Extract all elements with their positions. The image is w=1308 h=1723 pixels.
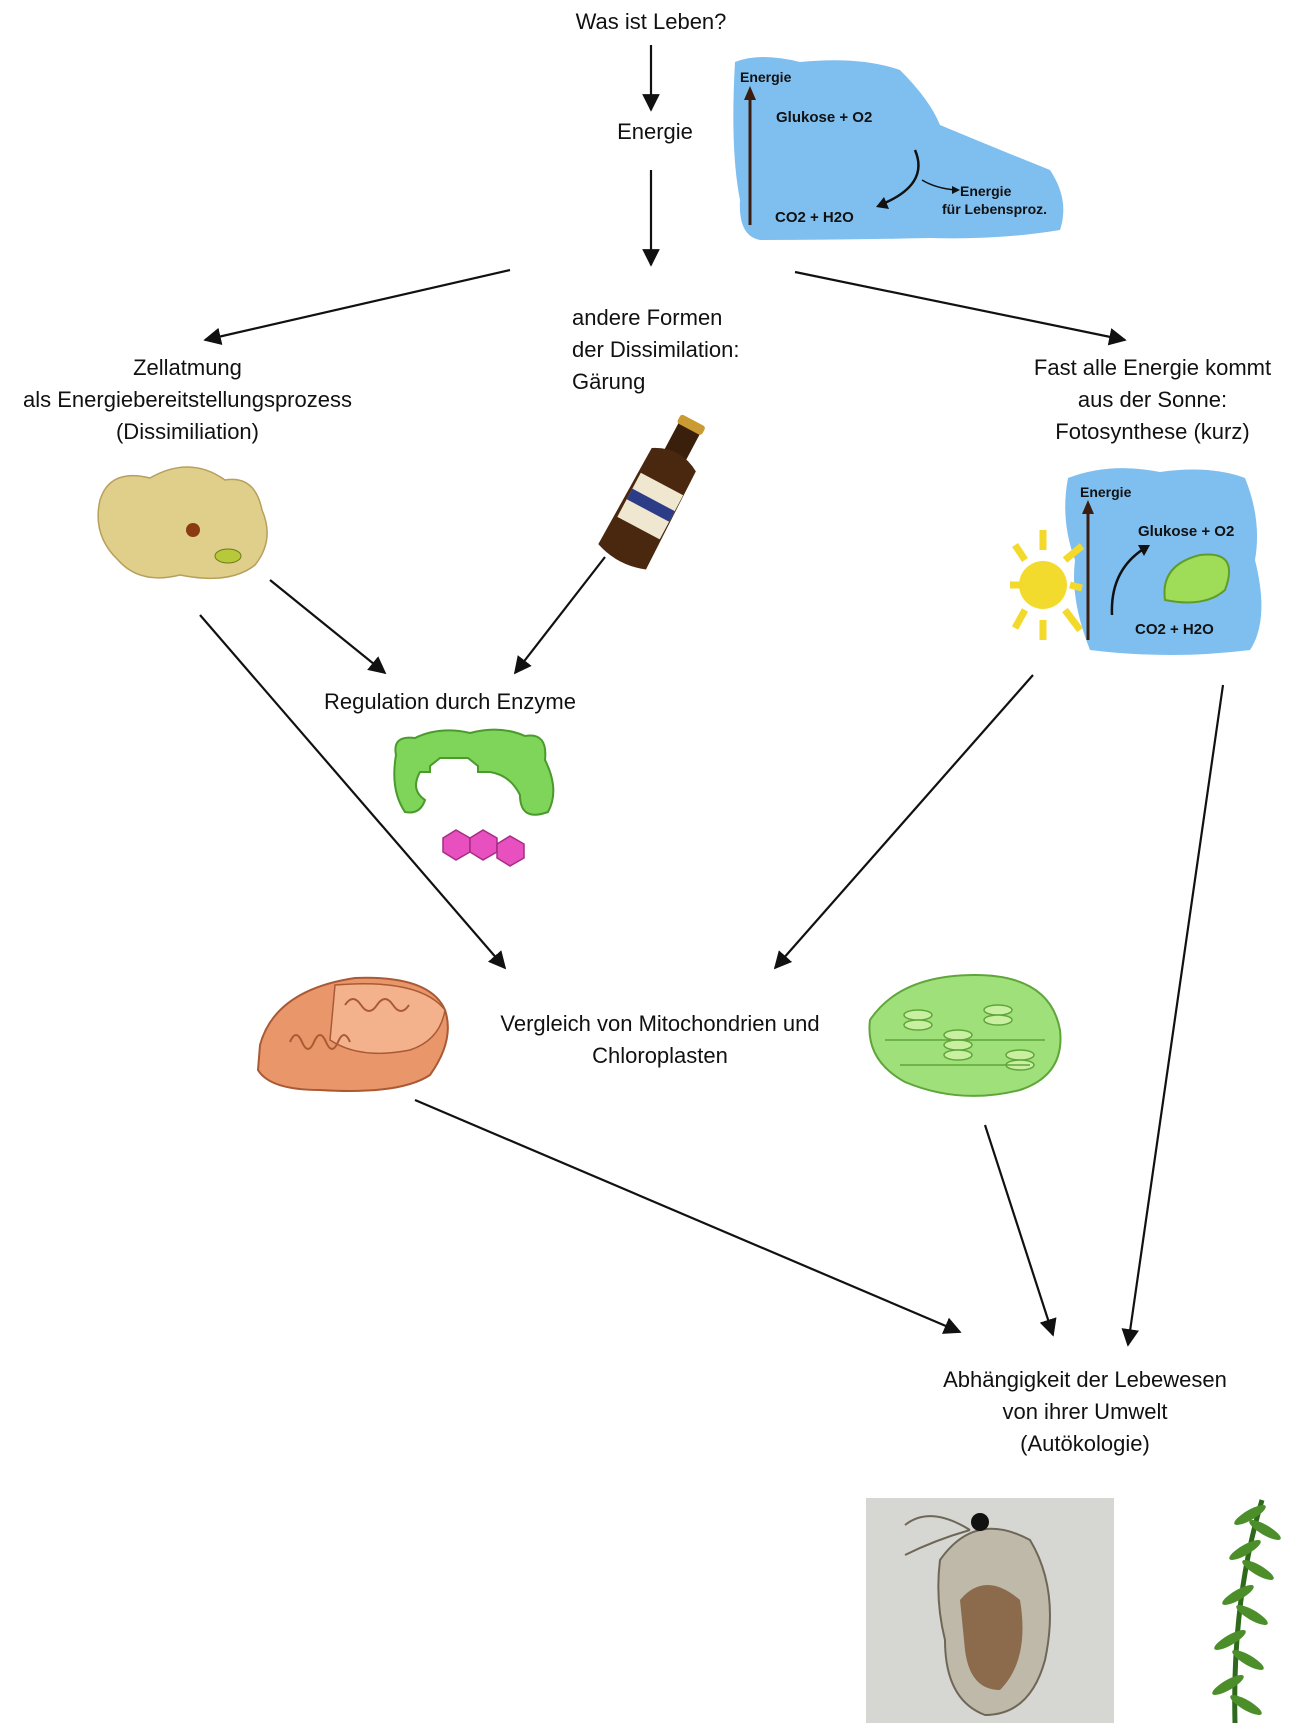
node-enzyme: Regulation durch Enzyme [300, 686, 600, 718]
arrow-sun-to-autoekologie [1121, 684, 1225, 1347]
node-line: aus der Sonne: [1077, 387, 1228, 412]
node-text: Was ist Leben? [575, 9, 727, 34]
node-line: (Autökologie) [1020, 1431, 1150, 1456]
arrow-cell-to-vergleich [199, 614, 507, 970]
node-line: Vergleich von Mitochondrien und [500, 1011, 820, 1036]
node-was-ist-leben: Was ist Leben? [560, 6, 742, 38]
node-line: Zellatmung [133, 355, 242, 380]
node-line: Fotosynthese (kurz) [1055, 419, 1250, 444]
node-zellatmung: Zellatmung als Energiebereitstellungspro… [0, 352, 375, 448]
node-autoekologie: Abhängigkeit der Lebewesen von ihrer Umw… [900, 1364, 1270, 1460]
arrow-to-fotosynthese [794, 270, 1127, 346]
node-energie: Energie [585, 116, 725, 148]
node-text: Regulation durch Enzyme [324, 689, 576, 714]
node-line: (Dissimiliation) [115, 419, 259, 444]
node-text: Energie [617, 119, 693, 144]
node-line: Abhängigkeit der Lebewesen [943, 1367, 1227, 1392]
node-line: andere Formen [572, 305, 723, 330]
arrow-beer-to-enzyme [513, 556, 606, 675]
node-line: Chloroplasten [592, 1043, 728, 1068]
node-line: als Energiebereitstellungsprozess [23, 387, 352, 412]
arrow-sun-to-vergleich [773, 674, 1034, 970]
node-gaerung: andere Formen der Dissimilation: Gärung [572, 302, 772, 398]
node-vergleich: Vergleich von Mitochondrien und Chloropl… [470, 1008, 850, 1072]
arrow-to-zellatmung [203, 268, 511, 346]
arrow-chloro-to-autoekologie [983, 1124, 1057, 1337]
node-line: Gärung [572, 369, 646, 394]
arrow-mito-to-autoekologie [414, 1098, 962, 1334]
node-fotosynthese: Fast alle Energie kommt aus der Sonne: F… [1000, 352, 1305, 448]
arrow-cell-to-enzyme [269, 579, 387, 675]
node-line: Fast alle Energie kommt [1033, 355, 1272, 380]
node-line: von ihrer Umwelt [1002, 1399, 1168, 1424]
node-line: der Dissimilation: [572, 337, 740, 362]
